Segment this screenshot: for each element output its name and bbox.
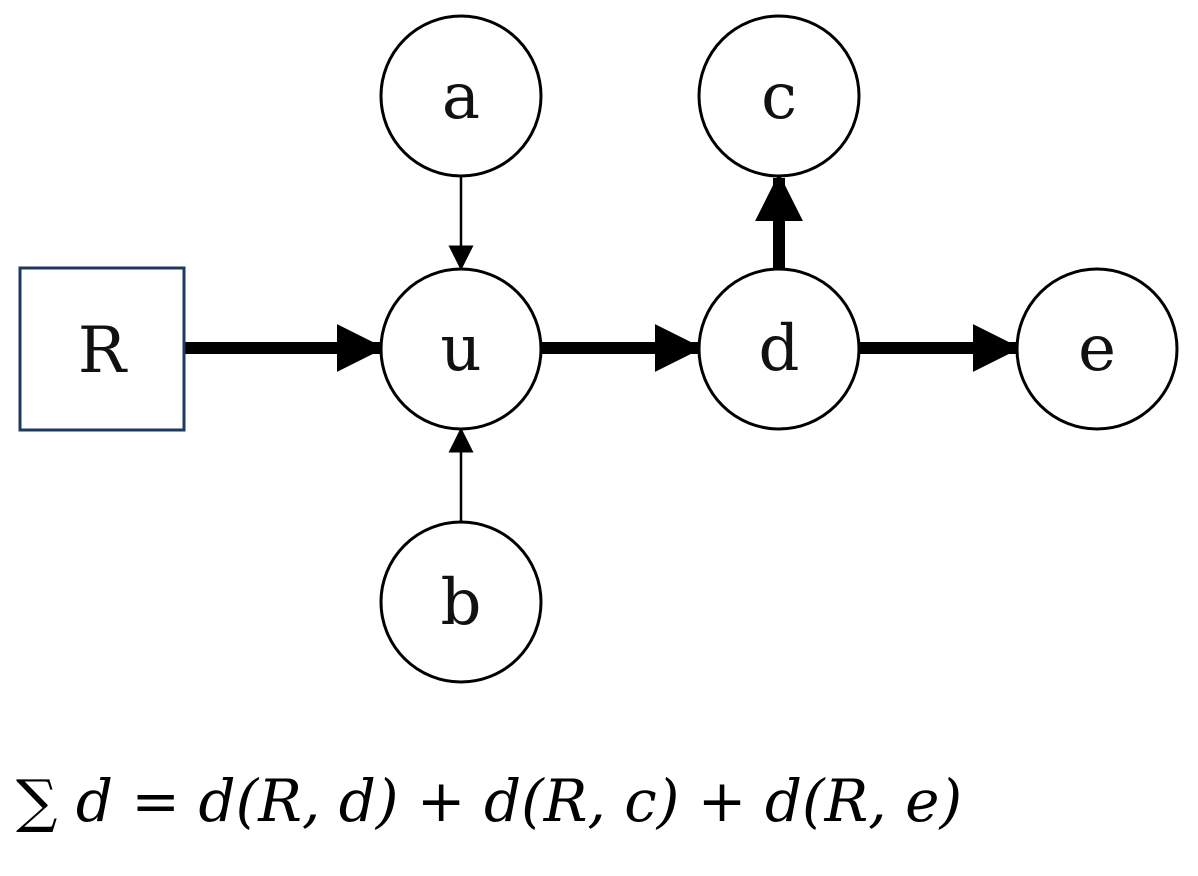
- node-d: d: [697, 267, 861, 431]
- node-r: R: [18, 266, 186, 432]
- node-u: u: [379, 267, 543, 431]
- node-a: a: [379, 14, 543, 178]
- node-u-label: u: [440, 312, 481, 386]
- node-c-label: c: [761, 60, 797, 134]
- node-r-label: R: [78, 314, 128, 388]
- node-c: c: [697, 14, 861, 178]
- node-b: b: [379, 520, 543, 684]
- node-d-label: d: [759, 312, 800, 386]
- node-b-label: b: [441, 566, 482, 640]
- distance-sum-formula: ∑ d = d(R, d) + d(R, c) + d(R, e): [16, 767, 963, 835]
- node-a-label: a: [442, 60, 480, 134]
- node-e: e: [1015, 267, 1179, 431]
- node-e-label: e: [1078, 312, 1116, 386]
